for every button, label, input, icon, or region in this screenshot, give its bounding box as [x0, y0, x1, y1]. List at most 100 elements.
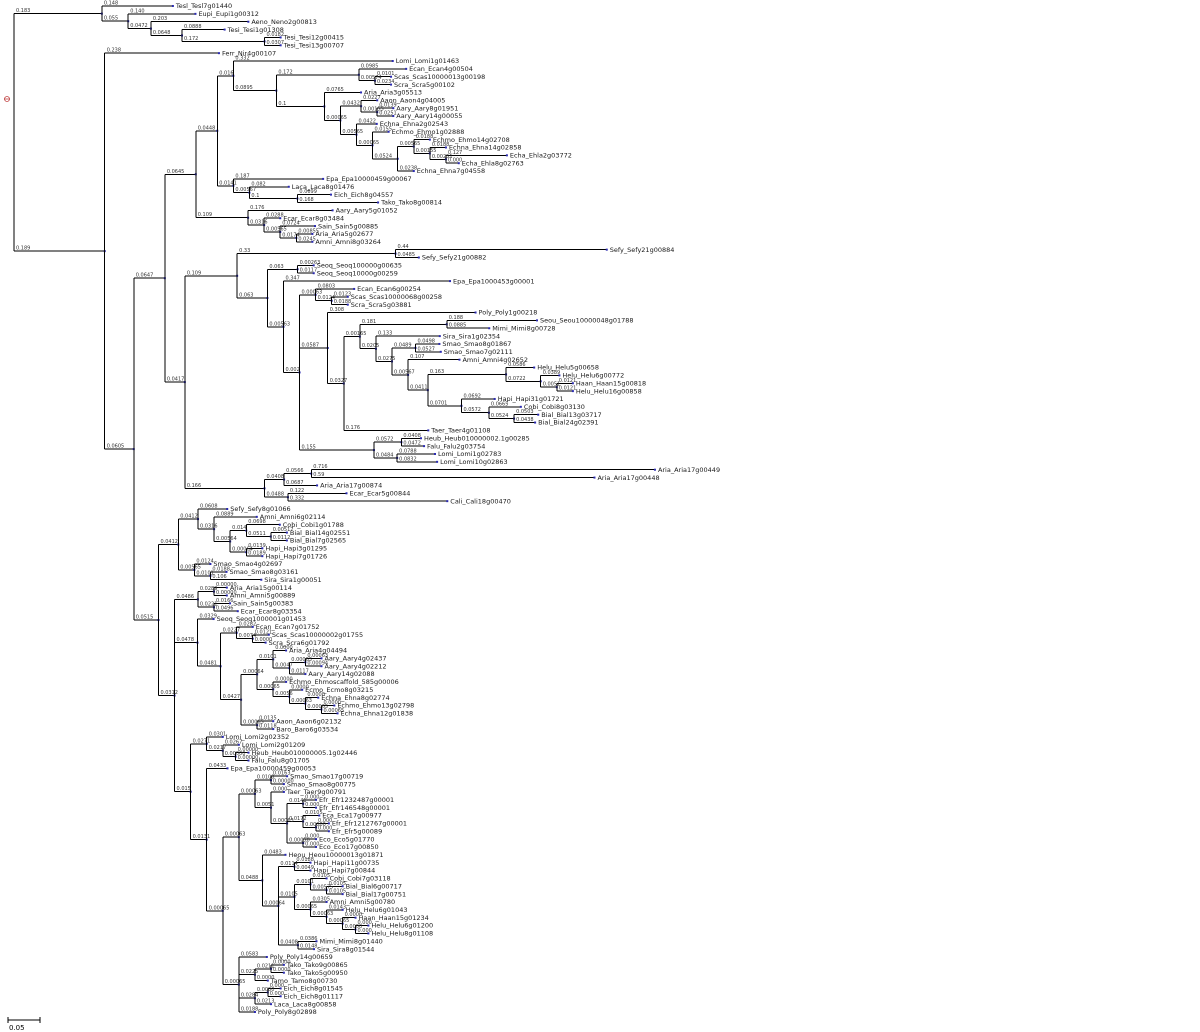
node-marker	[261, 547, 264, 550]
tip-label: Aary_Aary4g02212	[324, 662, 386, 670]
node-marker	[312, 264, 315, 267]
node-marker	[367, 924, 370, 927]
branch-length-label: 0.1	[251, 193, 259, 199]
branch-length-label: 0.00065	[259, 684, 280, 690]
node-marker	[267, 633, 270, 636]
branch-length-label: 0.0105	[329, 881, 347, 887]
branch-length-label: 0.00063	[273, 818, 294, 824]
node-marker	[260, 578, 263, 581]
branch-length-label: 0.000	[305, 794, 319, 800]
branch-length-label: 0.0000	[323, 700, 341, 706]
tip-label: Ecar_Ecar8g03484	[283, 214, 344, 222]
branch-length-label: 0.00575	[313, 885, 334, 891]
node-marker	[272, 720, 275, 723]
branch-length-label: 0.0486	[177, 594, 195, 600]
tip-label: Haan_Haan15g01234	[359, 914, 429, 922]
tip-label: Helu_Helu16g00858	[576, 387, 642, 395]
node-marker	[375, 122, 378, 125]
branch-length-label: 0.0139	[379, 103, 397, 109]
tip-label: Echna_Ehna7g04558	[417, 167, 485, 175]
tip-label: Haan_Haan15g00818	[576, 379, 646, 387]
branch-length-label: 0.189	[16, 246, 30, 252]
branch-length-label: 0.0188	[416, 134, 434, 140]
branch-length-label: 0.0484	[376, 452, 394, 458]
branch-length-label: 0.0305	[313, 896, 331, 902]
tip-label: Amni_Amni5g00889	[230, 592, 296, 600]
tip-label: Epa_Epa10000459g00053	[230, 765, 316, 773]
tree-branches	[13, 5, 656, 1013]
branch-length-label: 0.0271	[193, 738, 211, 744]
branch-length-label: 0.172	[278, 69, 292, 75]
tip-label: Aria_Aria17g00449	[658, 466, 720, 474]
branch-length-label: 0.0408	[267, 474, 285, 480]
tip-label: Ferr_Nir4g00107	[222, 49, 276, 57]
node-marker	[286, 775, 289, 778]
node-marker	[225, 570, 228, 573]
tip-label: Efr_Efr1212767g00001	[332, 820, 407, 828]
branch-length-label: 0.0433	[209, 763, 227, 769]
tip-label: Eca_Eca17g00977	[322, 812, 382, 820]
tip-label: Falu_Falu8g01705	[252, 757, 310, 765]
branch-length-label: 0.0888	[184, 24, 202, 30]
node-marker	[279, 44, 282, 47]
node-marker	[264, 641, 267, 644]
branch-length-label: 0.0312	[160, 690, 178, 696]
node-marker	[392, 115, 395, 118]
tip-label: Mimi_Mimi8g01440	[319, 937, 382, 945]
branch-length-label: 0.0074	[239, 633, 257, 639]
branch-length-label: 0.0124	[318, 295, 336, 301]
branch-length-label: 0.0000	[275, 645, 293, 651]
branch-length-label: 0.0000	[273, 959, 291, 965]
branch-length-label: 0.00063	[307, 653, 328, 659]
tip-label: Helu_Helu6g01200	[371, 922, 433, 930]
tip-label: Aria_Aria3g05513	[364, 89, 422, 97]
tip-label: Ecan_Ecan6g00254	[357, 285, 421, 293]
tip-label: Heub_Heub010000002.1g00285	[424, 434, 530, 442]
branch-length-label: 0.0472	[130, 23, 148, 29]
node-marker	[327, 822, 330, 825]
branch-length-label: 0.00567	[394, 369, 415, 375]
node-marker	[320, 657, 323, 660]
branch-length-label: 0.00065	[307, 704, 328, 710]
tip-label: Echna_Ehna8g02774	[321, 694, 389, 702]
branch-length-label: 0.0101	[259, 654, 277, 660]
branch-length-label: 0.0141	[289, 798, 307, 804]
branch-length-label: 0.0289	[200, 586, 218, 592]
tip-label: Aary_Aary4g02437	[324, 655, 386, 663]
tip-label: Lomi_Lomi2g01209	[242, 741, 305, 749]
tip-label: Seoq_Seoq1000001g01453	[217, 615, 306, 623]
branch-length-label: 0.00065	[358, 140, 379, 146]
branch-length-label: 0.0307	[267, 40, 285, 46]
branch-length-label: 0.0448	[198, 125, 216, 131]
branch-length-label: 0.0485	[398, 252, 416, 258]
branch-length-label: 0.000	[270, 991, 284, 997]
tip-label: Aary_Aary8g01951	[396, 104, 458, 112]
branch-length-label: 0.0225	[241, 969, 259, 975]
tip-label: Poly_Poly14g00659	[270, 953, 333, 961]
tip-label: Helu_Helu6g00772	[562, 372, 624, 380]
node-marker	[229, 602, 232, 605]
branch-length-label: 0.127	[448, 150, 462, 156]
tip-label: Smao_Smao7g02111	[444, 348, 513, 356]
branch-length-label: 0.014	[232, 525, 246, 531]
branch-length-label: 0.0123	[334, 291, 352, 297]
node-marker	[377, 201, 380, 204]
tip-label: Tesi_Tesi1g01308	[227, 26, 284, 34]
branch-length-label: 0.000	[270, 983, 284, 989]
node-marker	[427, 429, 430, 432]
tip-label: Tako_Tako8g00814	[380, 199, 442, 207]
tip-label: Poly_Poly1g00218	[479, 309, 538, 317]
node-marker	[284, 853, 287, 856]
branch-length-label: 0.107	[410, 354, 424, 360]
branch-length-label: 0.59	[313, 472, 324, 478]
branch-length-label: 0.0117	[300, 268, 318, 274]
node-marker	[278, 523, 281, 526]
node-marker	[251, 625, 254, 628]
branch-length-label: 0.00855	[298, 228, 319, 234]
branch-length-label: 0.203	[153, 16, 167, 22]
tip-label: Aaon_Aaon6g02132	[276, 717, 341, 725]
node-marker	[301, 688, 304, 691]
node-marker	[313, 948, 316, 951]
